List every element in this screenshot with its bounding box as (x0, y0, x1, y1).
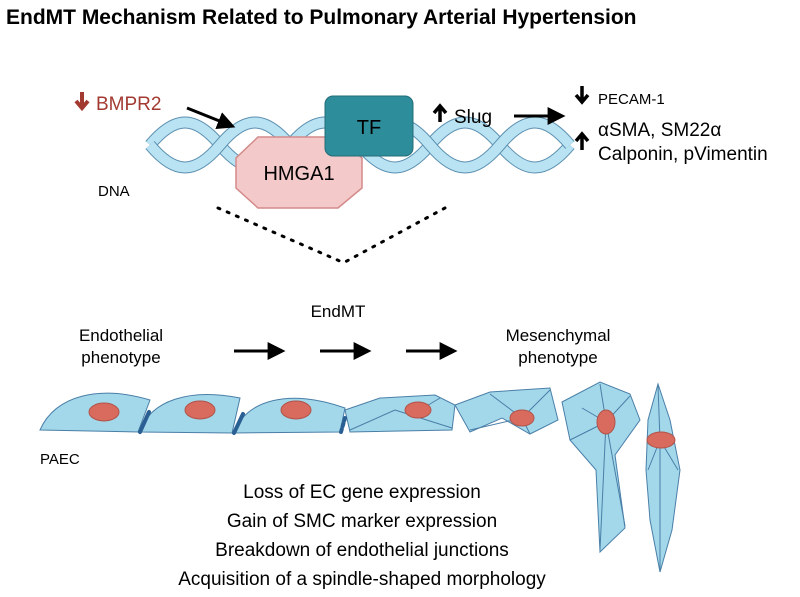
mesenchymal-cell (561, 381, 641, 554)
tf-label: TF (357, 117, 381, 139)
up-markers-line1: αSMA, SM22α (598, 120, 721, 141)
arrow-right-icon (186, 106, 236, 130)
cell-nucleus (88, 402, 120, 422)
paec-label: PAEC (40, 451, 80, 468)
feature-item: Gain of SMC marker expression (227, 511, 497, 532)
mesenchymal-cell (645, 382, 681, 573)
feature-item: Breakdown of endothelial junctions (215, 540, 509, 561)
arrow-down-icon (574, 86, 590, 105)
cell-nucleus (280, 400, 312, 420)
feature-list: Loss of EC gene expression Gain of SMC m… (178, 482, 546, 590)
transitioning-cell (344, 394, 456, 433)
dna-label: DNA (98, 183, 130, 200)
mesenchymal-line1: Mesenchymal (506, 326, 611, 345)
slug-label: Slug (454, 107, 492, 128)
dotted-connector-right (343, 206, 447, 264)
feature-item: Acquisition of a spindle-shaped morpholo… (178, 569, 546, 590)
cell-nucleus (509, 409, 535, 427)
bmpr2-label: BMPR2 (96, 94, 161, 115)
cell-nucleus (184, 400, 216, 420)
dotted-connector-left (216, 206, 344, 264)
cell-nucleus (596, 409, 616, 435)
transitioning-cell (454, 387, 559, 435)
arrow-up-icon (574, 131, 590, 150)
feature-item: Loss of EC gene expression (243, 482, 481, 503)
pecam-label: PECAM-1 (598, 91, 665, 108)
tf-box (324, 95, 414, 157)
arrow-up-icon (432, 103, 448, 122)
cell-junctions (138, 410, 347, 435)
endmt-label: EndMT (311, 302, 366, 321)
mesenchymal-line2: phenotype (518, 348, 597, 367)
page-title: EndMT Mechanism Related to Pulmonary Art… (6, 6, 637, 29)
endothelial-line2: phenotype (81, 348, 160, 367)
arrow-down-icon (74, 92, 90, 112)
cell-nucleus (646, 431, 676, 449)
up-markers-line2: Calponin, pVimentin (598, 144, 768, 165)
endothelial-line1: Endothelial (79, 326, 163, 345)
hmga1-label: HMGA1 (263, 163, 334, 185)
cell-nucleus (404, 401, 432, 419)
